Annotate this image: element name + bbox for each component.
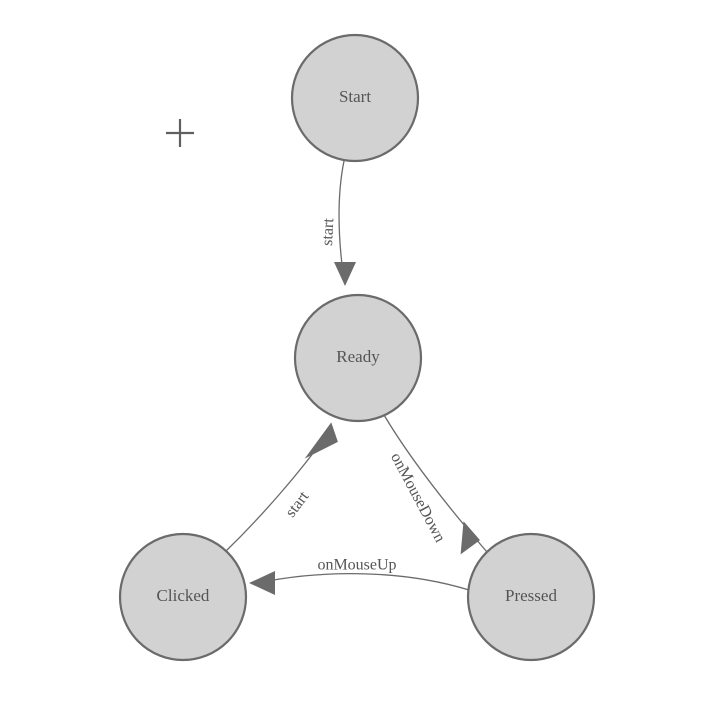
arrow-head-icon <box>249 571 275 595</box>
nodes-layer: Start Ready Clicked Pressed <box>118 33 596 662</box>
edges-layer <box>225 160 488 595</box>
arrow-head-icon <box>304 422 338 459</box>
node-start[interactable]: Start <box>290 33 420 163</box>
node-pressed[interactable]: Pressed <box>466 532 596 662</box>
arrow-head-icon <box>460 521 480 555</box>
node-label-clicked: Clicked <box>157 586 210 605</box>
node-circle <box>290 33 420 163</box>
node-label-ready: Ready <box>336 347 380 366</box>
edge-label-ready-to-pressed: onMouseDown <box>387 450 448 545</box>
edge-ready-to-pressed[interactable] <box>383 414 488 558</box>
node-clicked[interactable]: Clicked <box>118 532 248 662</box>
node-ready[interactable]: Ready <box>293 293 423 423</box>
edge-path <box>257 573 470 591</box>
node-label-pressed: Pressed <box>505 586 557 605</box>
arrow-head-icon <box>334 262 356 286</box>
edge-clicked-to-ready[interactable] <box>225 421 339 552</box>
plus-marker-icon <box>166 119 194 147</box>
node-circle <box>118 532 248 662</box>
node-circle <box>293 293 423 423</box>
edge-label-start-to-ready: start <box>319 217 337 246</box>
node-circle <box>466 532 596 662</box>
edge-pressed-to-clicked[interactable] <box>249 571 470 595</box>
node-label-start: Start <box>339 87 371 106</box>
edge-start-to-ready[interactable] <box>334 160 356 286</box>
edge-label-pressed-to-clicked: onMouseUp <box>317 557 396 574</box>
edge-label-clicked-to-ready: start <box>282 488 312 521</box>
